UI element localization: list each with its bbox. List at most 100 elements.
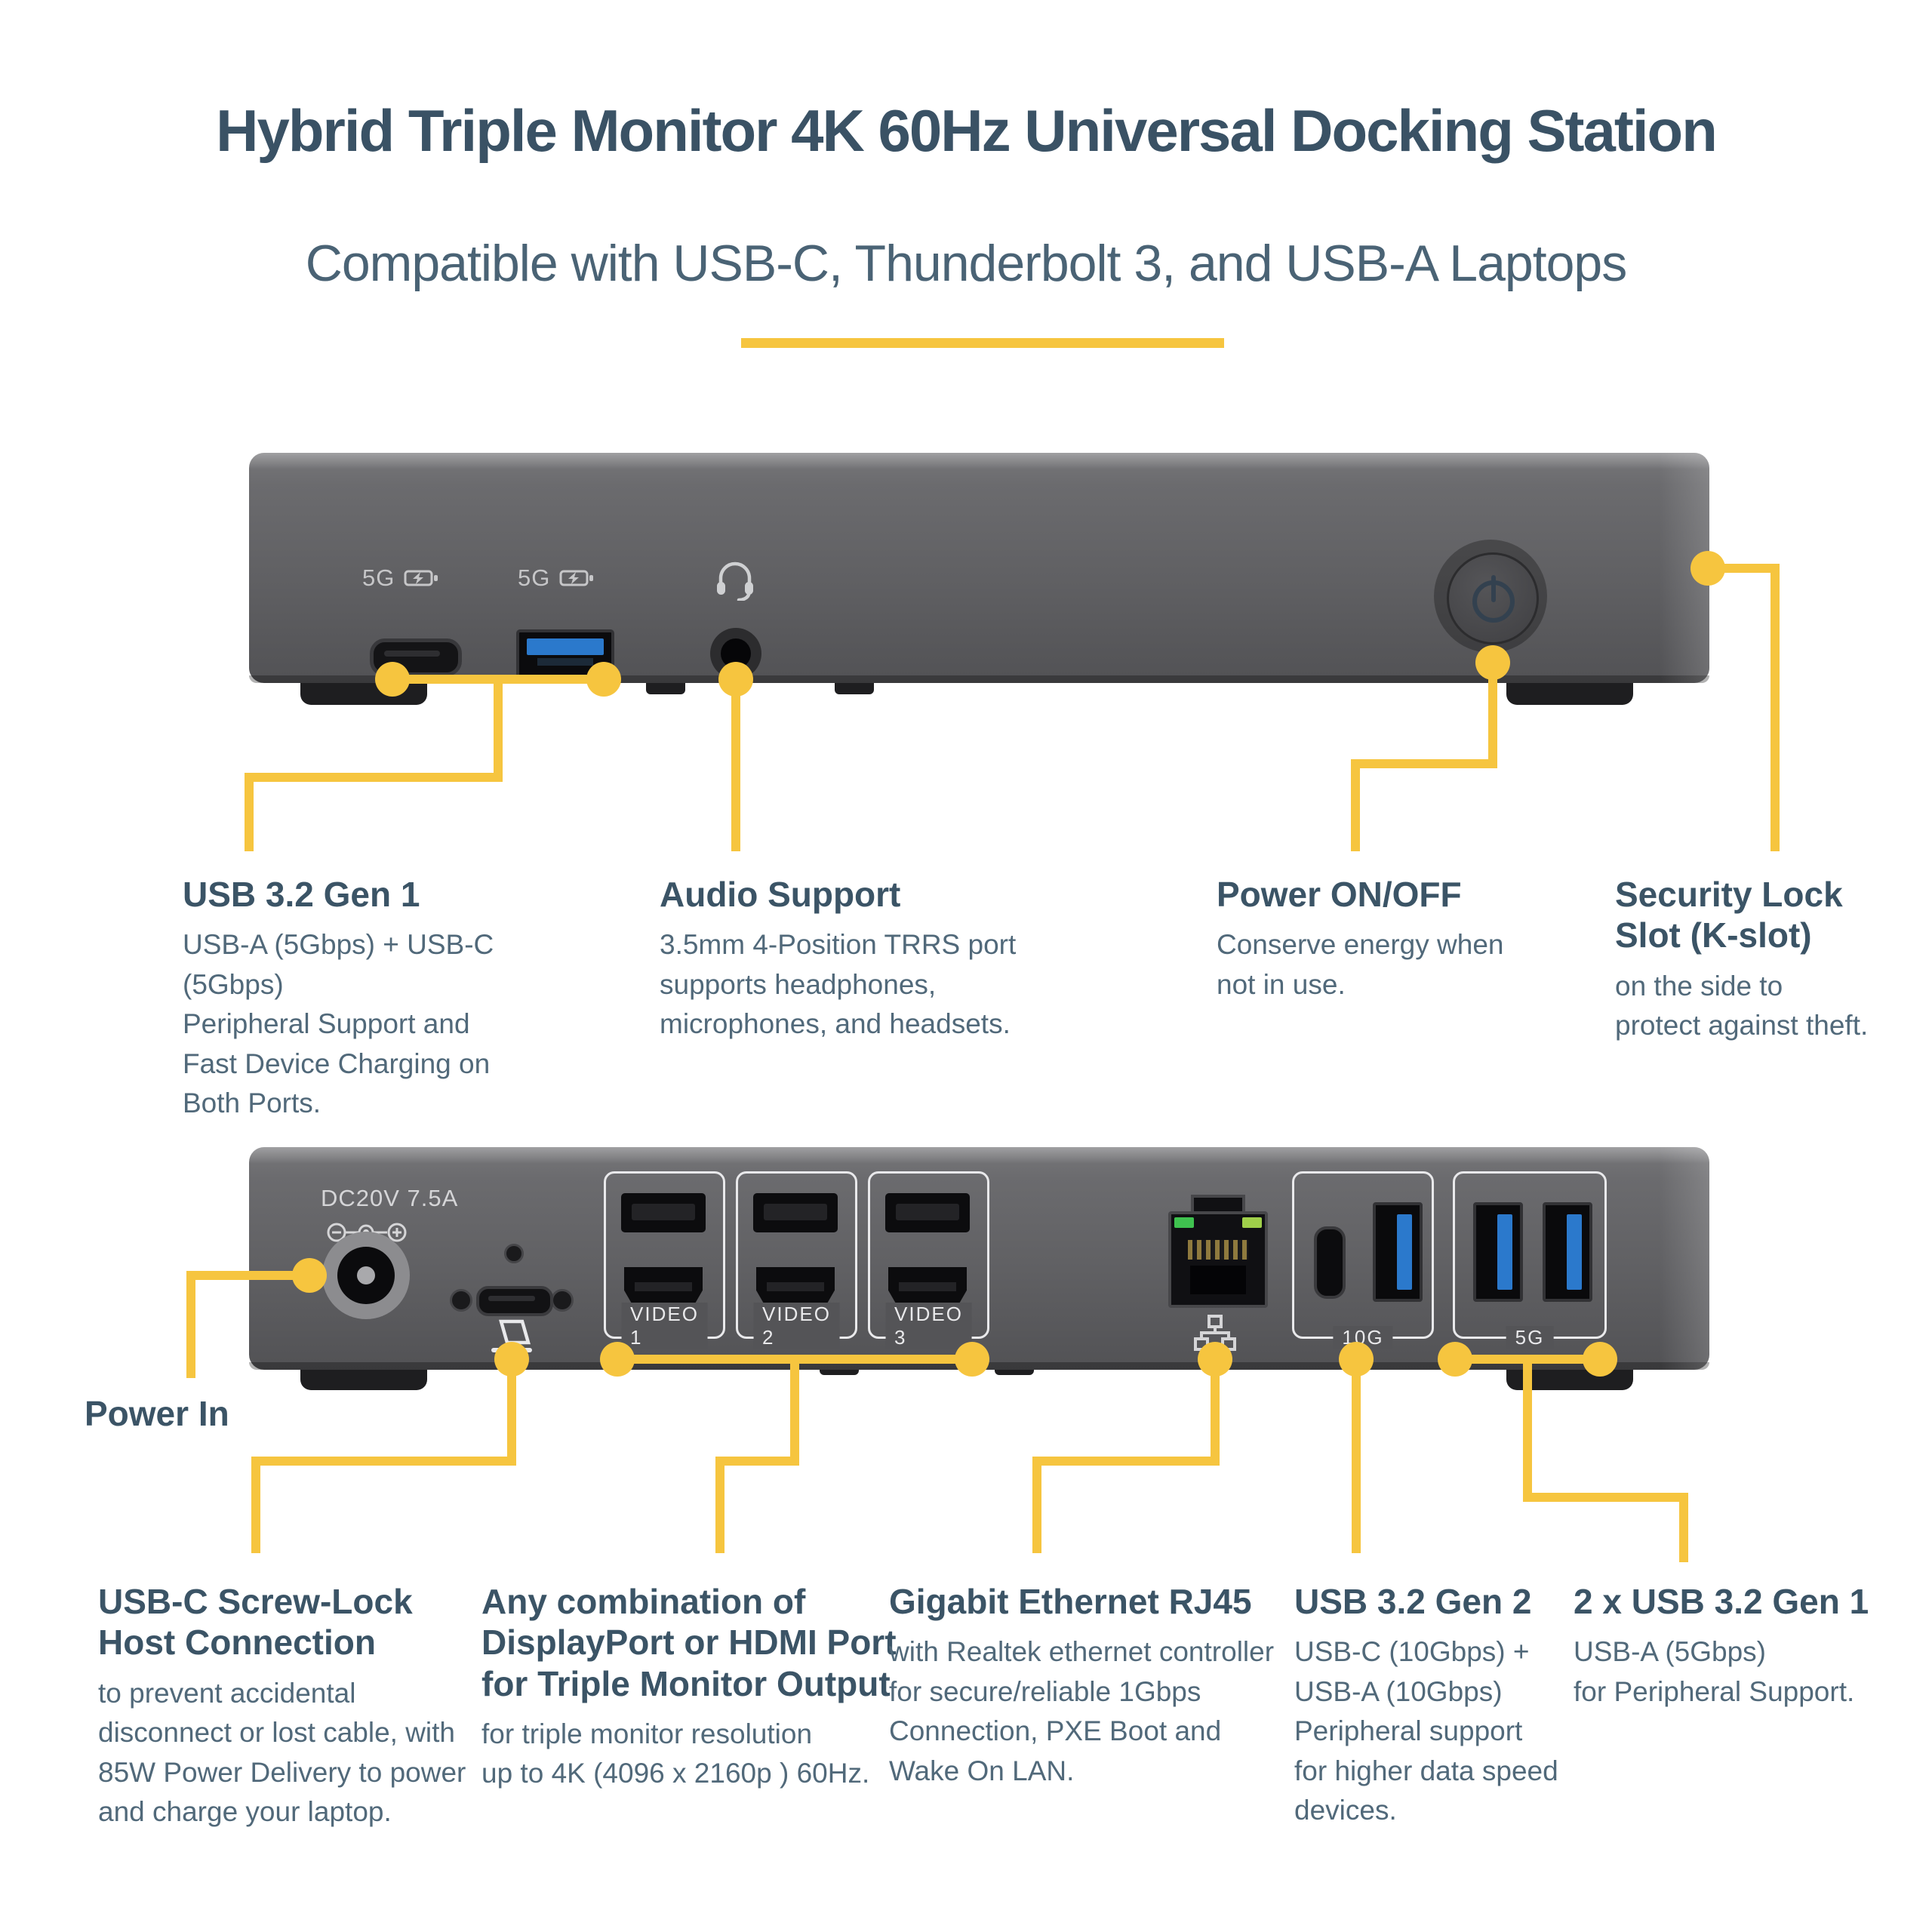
- callout-line: [494, 679, 503, 782]
- page-title: Hybrid Triple Monitor 4K 60Hz Universal …: [216, 97, 1718, 164]
- hdmi-slot: [899, 1282, 956, 1291]
- usb-a-5g-port: [1543, 1202, 1592, 1302]
- callout-body: Conserve energy when not in use.: [1217, 929, 1504, 1000]
- callout-heading: USB 3.2 Gen 2: [1294, 1582, 1532, 1621]
- power-icon: [1472, 575, 1515, 623]
- callout-line: [251, 1457, 516, 1466]
- displayport-port: [885, 1193, 970, 1232]
- callout-line: [1523, 1493, 1688, 1502]
- usb-a-10g-port: [1373, 1202, 1423, 1302]
- ethernet-led-activity: [1242, 1217, 1262, 1228]
- page-subtitle: Compatible with USB-C, Thunderbolt 3, an…: [305, 235, 1628, 292]
- callout-line: [715, 1457, 799, 1466]
- usb-c-host-port: [476, 1286, 553, 1316]
- callout-2x-usb32gen1: 2 x USB 3.2 Gen 1 USB-A (5Gbps) for Peri…: [1574, 1581, 1913, 1712]
- callout-line: [245, 773, 503, 782]
- callout-security-lock: Security Lock Slot (K-slot) on the side …: [1615, 874, 1924, 1046]
- hdmi-port: [888, 1267, 967, 1309]
- callout-audio-support: Audio Support 3.5mm 4-Position TRRS port…: [660, 874, 1037, 1044]
- callout-gigabit-ethernet: Gigabit Ethernet RJ45 with Realtek ether…: [889, 1581, 1297, 1791]
- callout-heading: Any combination of DisplayPort or HDMI P…: [481, 1582, 897, 1703]
- ethernet-cavity: [1190, 1266, 1246, 1294]
- displayport-slot: [764, 1204, 827, 1220]
- usb-a-front-port-pins: [537, 658, 593, 666]
- ethernet-rj45-port: [1168, 1211, 1268, 1308]
- callout-body: on the side to protect against theft.: [1615, 970, 1869, 1041]
- callout-body: to prevent accidental disconnect or lost…: [98, 1677, 466, 1828]
- dock-right-face: [1660, 1147, 1709, 1370]
- callout-body: USB-A (5Gbps) for Peripheral Support.: [1574, 1636, 1855, 1707]
- dc-rating-label: DC20V 7.5A: [321, 1185, 459, 1211]
- usb-a-10g-port-tab: [1397, 1214, 1412, 1290]
- video1-label: VIDEO 1: [621, 1303, 708, 1349]
- displayport-slot: [632, 1204, 695, 1220]
- dock-bottom-shadow: [249, 675, 1709, 683]
- callout-line: [1211, 1359, 1220, 1466]
- callout-line: [715, 1457, 724, 1553]
- callout-body: with Realtek ethernet controller for sec…: [889, 1636, 1275, 1786]
- callout-line: [1351, 759, 1360, 851]
- callout-line: [245, 773, 254, 851]
- video3-group-outline: VIDEO 3: [868, 1171, 989, 1349]
- screw-hole: [504, 1244, 524, 1263]
- headset-icon: [717, 561, 753, 601]
- callout-heading: USB 3.2 Gen 1: [183, 875, 420, 914]
- callout-usbc-screwlock: USB-C Screw-Lock Host Connection to prev…: [98, 1581, 483, 1832]
- hdmi-port: [756, 1267, 835, 1309]
- callout-line: [1352, 1359, 1361, 1553]
- callout-heading: USB-C Screw-Lock Host Connection: [98, 1582, 413, 1663]
- callout-line: [1770, 564, 1780, 851]
- usb-5g-group-outline: 5G: [1453, 1171, 1607, 1349]
- dc-power-jack: [322, 1232, 410, 1319]
- displayport-port: [753, 1193, 838, 1232]
- displayport-slot: [896, 1204, 959, 1220]
- video2-group-outline: VIDEO 2: [736, 1171, 857, 1349]
- usb-a-5g-port-tab: [1567, 1214, 1582, 1290]
- dock-top-highlight: [249, 1147, 1709, 1164]
- usb-a-5g-port: [1473, 1202, 1523, 1302]
- callout-video-output: Any combination of DisplayPort or HDMI P…: [481, 1581, 904, 1794]
- callout-line: [731, 679, 740, 851]
- callout-usb32gen2: USB 3.2 Gen 2 USB-C (10Gbps) + USB-A (10…: [1294, 1581, 1619, 1831]
- callout-line: [1488, 663, 1497, 768]
- usb-c-front-port-slot: [384, 651, 440, 657]
- screw-hole: [450, 1289, 472, 1312]
- hdmi-slot: [767, 1282, 824, 1291]
- callout-line: [1351, 759, 1497, 768]
- usb-a-5g-port-tab: [1497, 1214, 1512, 1290]
- callout-usb32gen1: USB 3.2 Gen 1 USB-A (5Gbps) + USB-C (5Gb…: [183, 874, 560, 1124]
- callout-power-onoff: Power ON/OFF Conserve energy when not in…: [1217, 874, 1564, 1004]
- usb-c-host-port-slot: [488, 1296, 535, 1301]
- usb-a-speed-label: 5G: [518, 565, 594, 592]
- usb-c-speed-text: 5G: [362, 565, 395, 591]
- usb-5g-label: 5G: [1506, 1326, 1554, 1349]
- battery-charging-icon: [404, 570, 438, 586]
- callout-body: USB-A (5Gbps) + USB-C (5Gbps) Peripheral…: [183, 929, 494, 1119]
- callout-heading: Power ON/OFF: [1217, 875, 1462, 914]
- callout-line: [186, 1271, 195, 1378]
- callout-line: [251, 1457, 260, 1553]
- callout-heading: Gigabit Ethernet RJ45: [889, 1582, 1252, 1621]
- callout-body: USB-C (10Gbps) + USB-A (10Gbps) Peripher…: [1294, 1636, 1558, 1826]
- power-in-label: Power In: [85, 1394, 229, 1433]
- video2-label: VIDEO 2: [753, 1303, 840, 1349]
- callout-line: [1523, 1359, 1532, 1502]
- usb-c-10g-port: [1314, 1226, 1346, 1299]
- callout-line: [1032, 1457, 1220, 1466]
- usb-c-speed-label: 5G: [362, 565, 438, 592]
- callout-heading: Security Lock Slot (K-slot): [1615, 875, 1843, 955]
- usb-a-speed-text: 5G: [518, 565, 551, 591]
- callout-heading: 2 x USB 3.2 Gen 1: [1574, 1582, 1869, 1621]
- callout-line: [790, 1359, 799, 1466]
- hdmi-slot: [635, 1282, 692, 1291]
- callout-line: [1708, 564, 1780, 573]
- callout-line: [1679, 1493, 1688, 1562]
- dock-back-view: DC20V 7.5A: [249, 1147, 1709, 1370]
- usb-a-front-port-tab: [527, 638, 604, 655]
- video3-label: VIDEO 3: [885, 1303, 972, 1349]
- dc-power-jack-pin: [357, 1266, 375, 1284]
- callout-body: 3.5mm 4-Position TRRS port supports head…: [660, 929, 1017, 1040]
- usb-10g-group-outline: 10G: [1292, 1171, 1434, 1349]
- dock-top-highlight: [249, 453, 1709, 469]
